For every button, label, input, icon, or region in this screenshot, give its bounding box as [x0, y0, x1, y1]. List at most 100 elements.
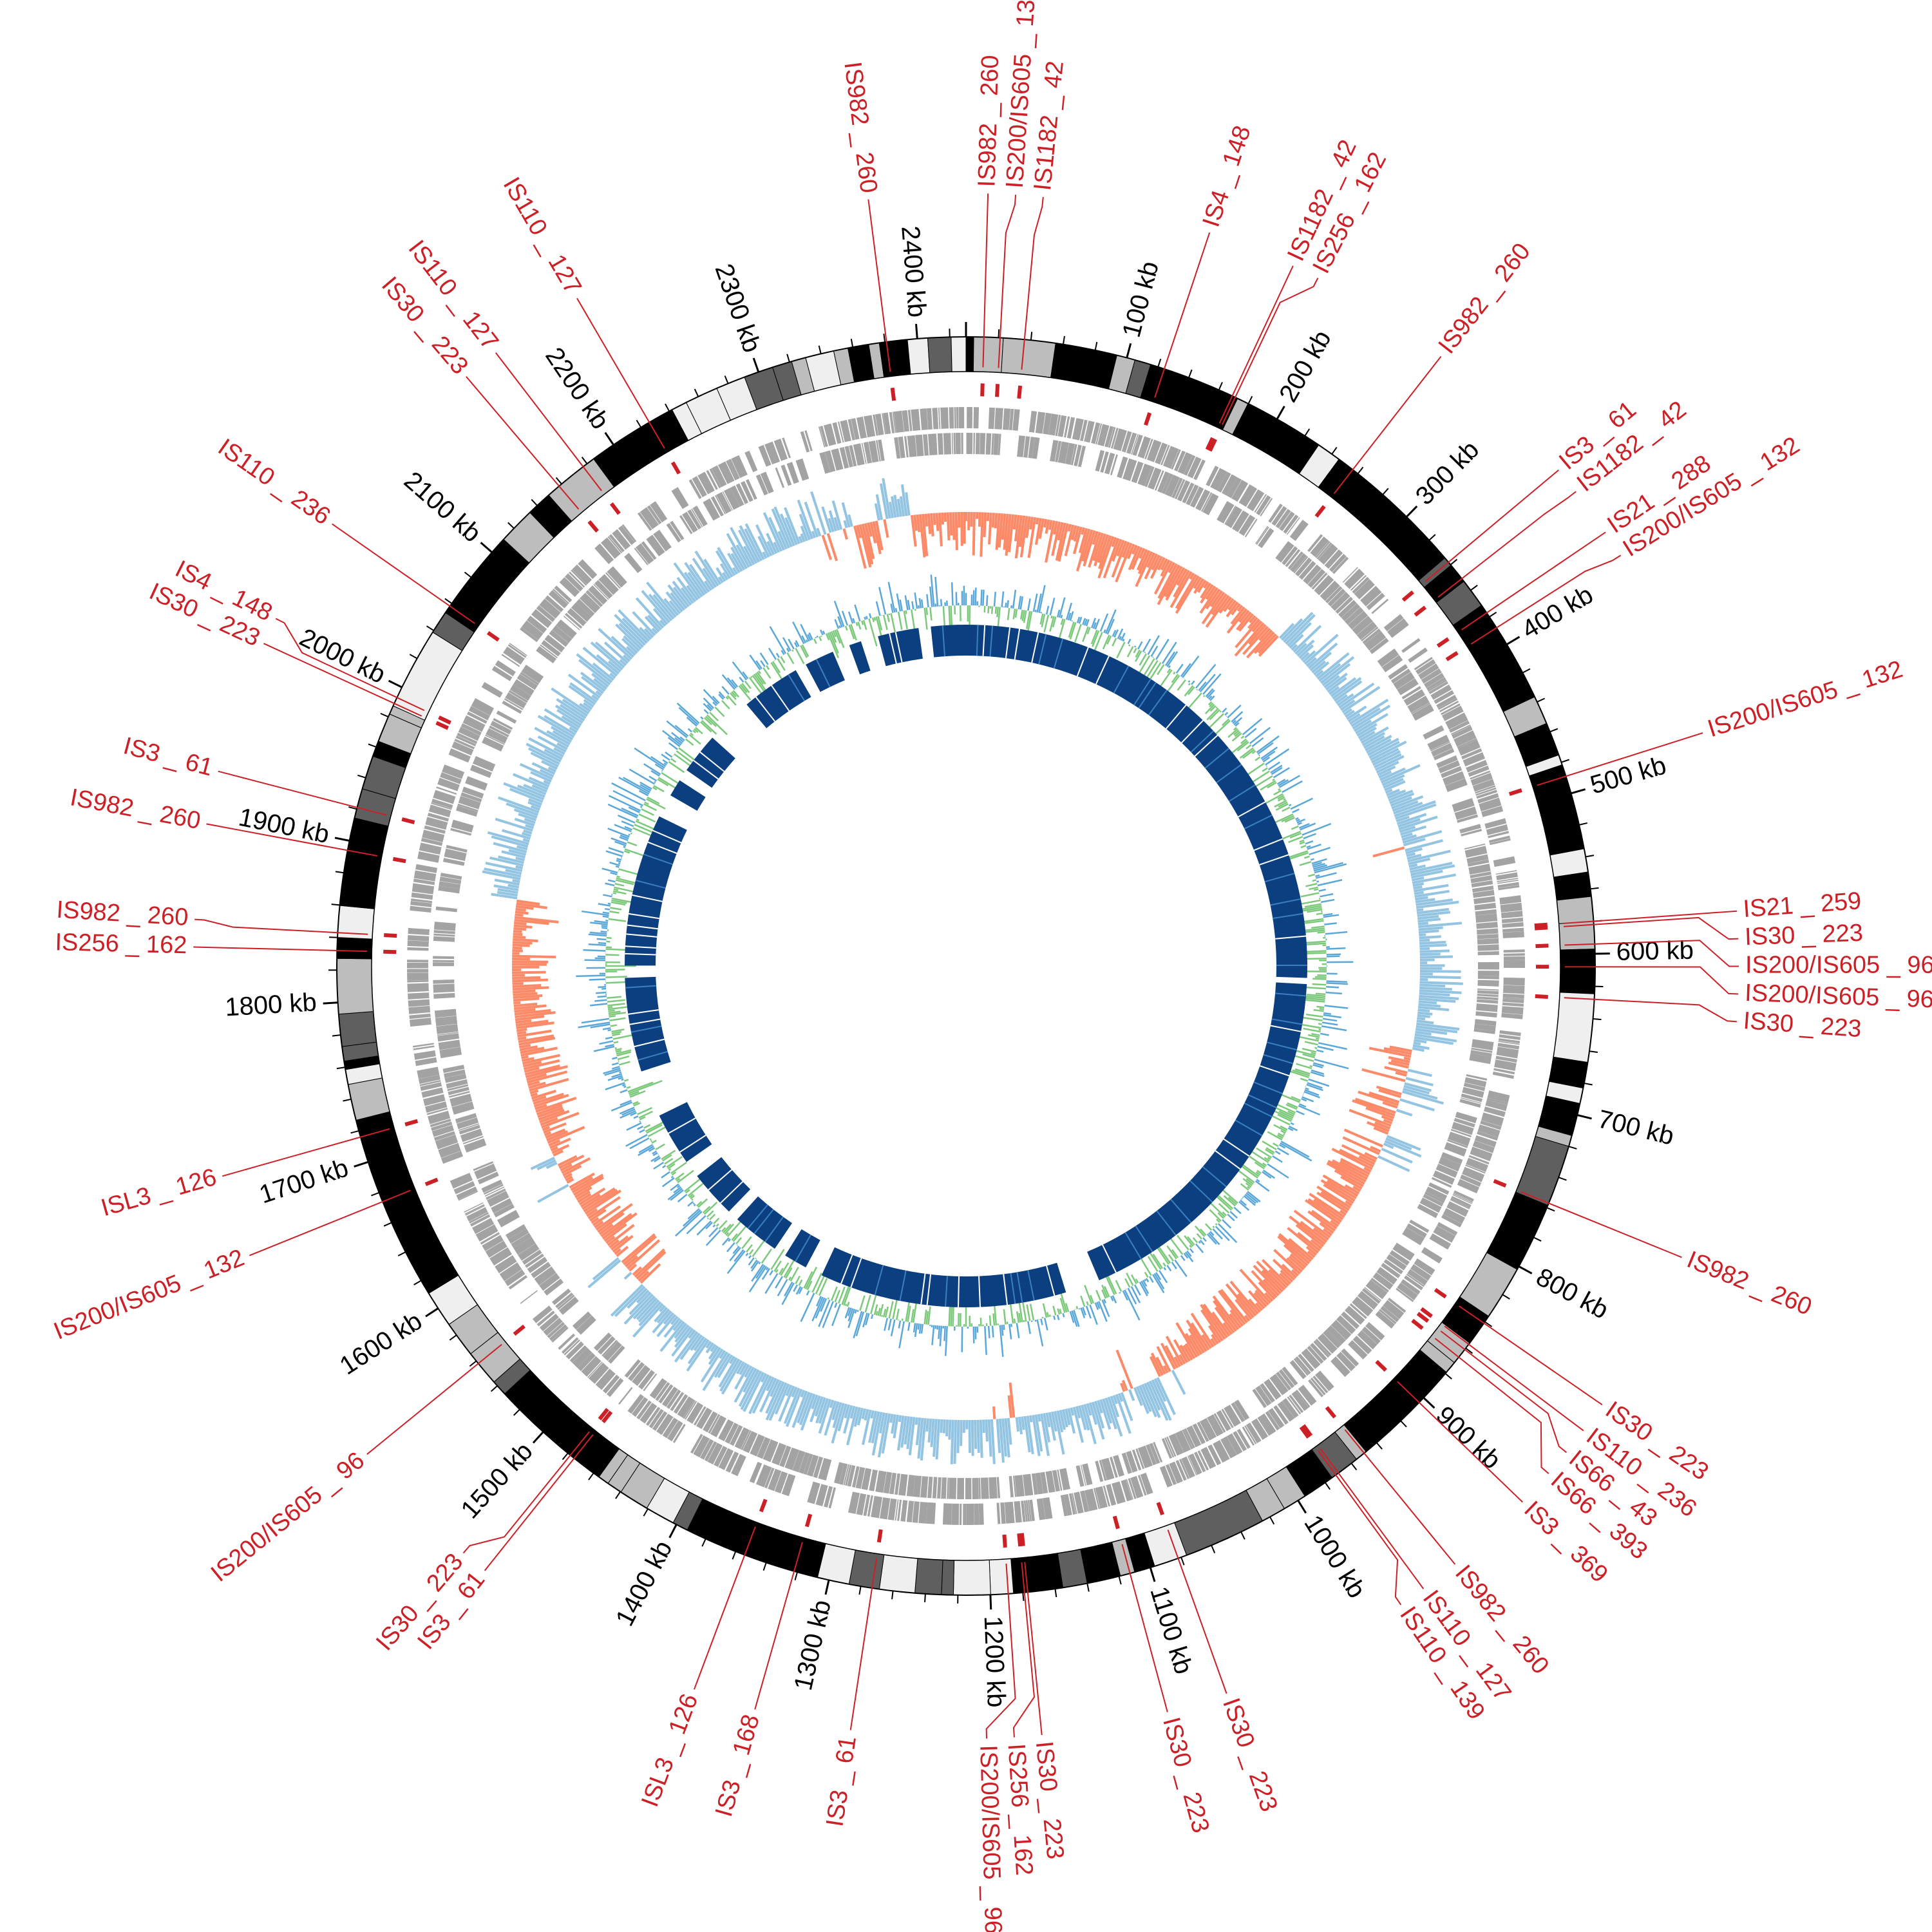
- gene-block: [741, 480, 753, 502]
- gene-block: [672, 1423, 686, 1443]
- tick-mark: [1180, 1557, 1185, 1566]
- gene-block: [1362, 629, 1381, 645]
- gene-block: [1128, 1478, 1137, 1499]
- gene-block: [1452, 726, 1473, 739]
- is-element-label: IS110 _ 127: [498, 173, 587, 299]
- gene-block: [1502, 993, 1524, 999]
- gene-block: [707, 1443, 723, 1465]
- gene-block: [1341, 1311, 1360, 1329]
- synteny-gap: [629, 913, 659, 920]
- gene-block: [1446, 1201, 1469, 1217]
- ideogram-band: [989, 1558, 1014, 1595]
- is-element-label: ISL3 _ 126: [636, 1690, 703, 1811]
- gene-block: [1275, 541, 1294, 563]
- gene-block: [1484, 818, 1507, 829]
- synteny-gap: [632, 894, 663, 902]
- gene-block: [1293, 1358, 1309, 1376]
- gene-block: [912, 1501, 920, 1523]
- gene-block: [536, 1311, 555, 1327]
- tick-mark: [604, 431, 614, 446]
- gene-block: [474, 1163, 497, 1180]
- ideogram-outline: [371, 371, 1561, 1561]
- gene-block: [1477, 1124, 1501, 1138]
- gene-block: [947, 1477, 949, 1499]
- gene-block: [458, 795, 481, 810]
- gene-block: [760, 471, 774, 494]
- synteny-gap: [647, 841, 677, 855]
- gene-block: [412, 883, 435, 895]
- gene-block: [1365, 1280, 1388, 1300]
- gene-block: [1483, 1106, 1506, 1117]
- is-leader-line: [1397, 1381, 1523, 1503]
- gene-block: [520, 627, 538, 643]
- gene-block: [1149, 1443, 1160, 1464]
- tick-mark: [1149, 1567, 1156, 1582]
- gene-block: [1317, 1333, 1338, 1354]
- gene-block: [1154, 470, 1164, 491]
- gene-block: [585, 590, 603, 607]
- gene-block: [687, 509, 702, 530]
- gene-block: [462, 1135, 484, 1144]
- is-element-label: IS982 _ 260: [838, 60, 882, 194]
- gene-block: [1295, 1389, 1311, 1408]
- gene-block: [991, 433, 994, 455]
- gene-block: [531, 1262, 551, 1278]
- gene-block: [1437, 1222, 1458, 1236]
- gene-block: [1436, 755, 1458, 768]
- gene-block: [965, 1477, 972, 1499]
- gene-block: [1210, 468, 1227, 491]
- gene-block: [627, 1394, 645, 1414]
- gene-block: [431, 1121, 453, 1132]
- gene-block: [1208, 1444, 1222, 1466]
- ideogram-band: [355, 1111, 414, 1198]
- gene-block: [491, 1198, 513, 1213]
- tick-label: 2400 kb: [896, 225, 931, 318]
- gene-block: [745, 478, 757, 500]
- gene-block: [861, 1468, 872, 1490]
- gene-block: [457, 732, 478, 744]
- tick-mark: [1118, 1576, 1122, 1585]
- gene-block: [867, 1495, 873, 1517]
- gene-block: [1403, 689, 1426, 706]
- gene-block: [1377, 649, 1399, 667]
- gene-block: [513, 1236, 536, 1255]
- gene-block: [645, 1406, 661, 1426]
- gene-block: [1179, 1459, 1189, 1479]
- gene-block: [1213, 1413, 1226, 1433]
- synteny-gap: [635, 880, 666, 889]
- gene-block: [820, 426, 828, 448]
- gene-block: [949, 1477, 957, 1499]
- gene-block: [1036, 1498, 1046, 1520]
- tick-mark: [409, 654, 418, 659]
- synteny-gap: [889, 633, 897, 664]
- gene-block: [1108, 426, 1116, 448]
- is-element-marker: [1414, 605, 1426, 617]
- tick-mark: [668, 1524, 677, 1539]
- gene-block: [1184, 1428, 1195, 1449]
- gene-block: [1499, 1030, 1521, 1036]
- gene-block: [1501, 1006, 1524, 1015]
- tick-mark: [824, 1580, 830, 1595]
- tick-label: 1200 kb: [979, 1615, 1010, 1708]
- gene-block: [1104, 452, 1115, 475]
- gene-block: [1365, 1321, 1385, 1341]
- gene-block: [1332, 556, 1349, 574]
- synteny-gap: [1202, 1166, 1227, 1188]
- tick-mark: [444, 598, 453, 604]
- gene-block: [1477, 951, 1499, 956]
- gene-block: [1206, 466, 1219, 487]
- gene-block: [1023, 436, 1030, 458]
- gene-block: [410, 898, 433, 904]
- gene-block: [861, 442, 867, 464]
- gene-block: [1327, 1325, 1346, 1345]
- gene-block: [1161, 1438, 1173, 1459]
- gene-block: [804, 430, 813, 451]
- ideogram-band: [965, 336, 974, 372]
- gene-block: [1436, 694, 1457, 708]
- synteny-gap: [840, 1255, 853, 1284]
- gene-block: [1441, 705, 1464, 721]
- gene-block: [446, 1079, 468, 1089]
- gene-block: [1027, 1500, 1032, 1522]
- gene-block: [521, 665, 544, 684]
- gene-block: [456, 805, 478, 817]
